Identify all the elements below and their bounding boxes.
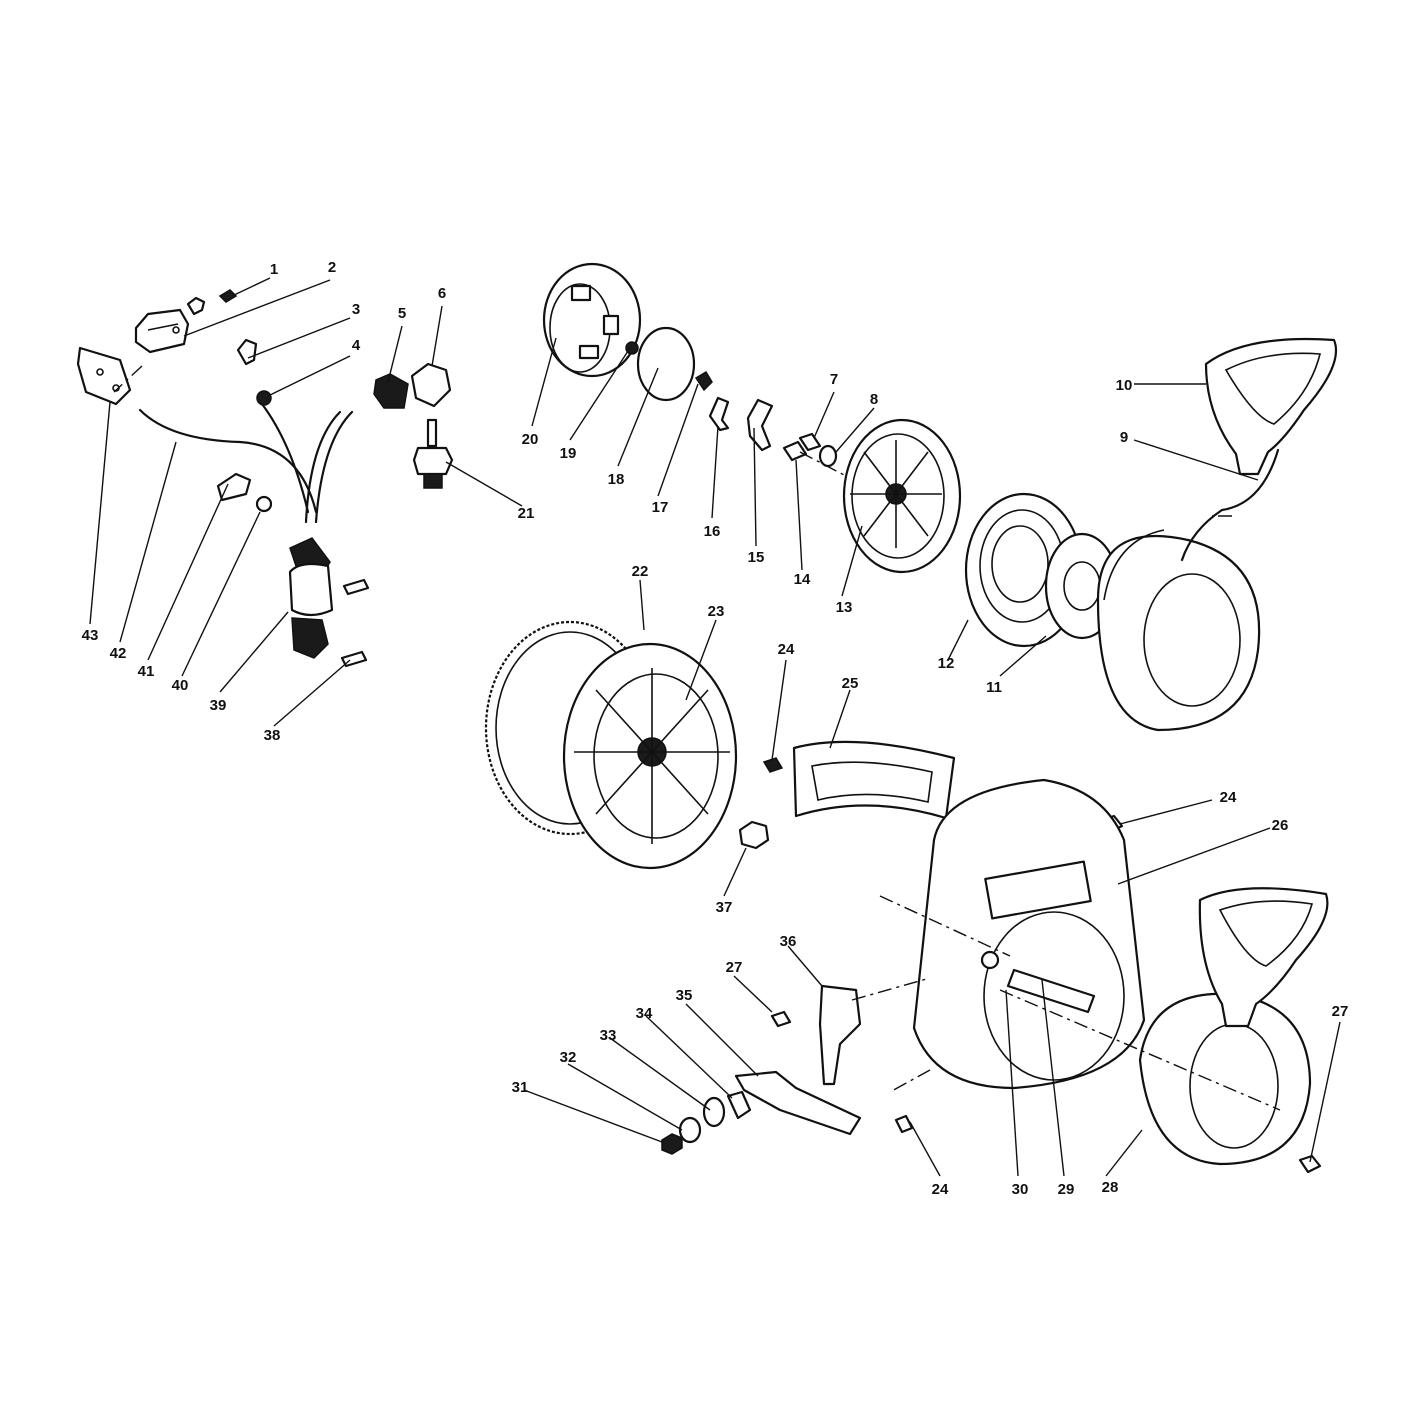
callout-12: 12 bbox=[938, 655, 955, 672]
callout-27-a: 27 bbox=[726, 959, 743, 976]
callout-15: 15 bbox=[748, 549, 765, 566]
callout-40: 40 bbox=[172, 677, 189, 694]
callout-33: 33 bbox=[600, 1027, 617, 1044]
callout-7: 7 bbox=[830, 371, 838, 388]
washer-part-40 bbox=[255, 495, 273, 513]
terminal-part-3 bbox=[236, 338, 258, 366]
ht-lead-2 bbox=[304, 410, 342, 524]
starter-housing-upper bbox=[1096, 529, 1261, 732]
ground-wire-part-42 bbox=[138, 408, 318, 514]
callout-13: 13 bbox=[836, 599, 853, 616]
callout-37: 37 bbox=[716, 899, 733, 916]
callout-4: 4 bbox=[352, 337, 361, 354]
callout-42: 42 bbox=[110, 645, 127, 662]
pin-part-14 bbox=[782, 440, 808, 462]
callout-39: 39 bbox=[210, 697, 227, 714]
callout-1: 1 bbox=[270, 261, 278, 278]
callout-11: 11 bbox=[986, 679, 1002, 696]
spark-plug-part-21 bbox=[412, 418, 454, 489]
assembly-axes bbox=[113, 365, 1281, 1111]
bracket-part-36 bbox=[818, 984, 862, 1086]
cap-part-6 bbox=[410, 362, 452, 408]
callout-18: 18 bbox=[608, 471, 625, 488]
callout-10: 10 bbox=[1116, 377, 1133, 394]
nut-part-37 bbox=[738, 820, 770, 850]
bracket-part-43 bbox=[76, 346, 132, 406]
callout-29: 29 bbox=[1058, 1181, 1075, 1198]
callout-19: 19 bbox=[560, 445, 577, 462]
screw-part-24-a bbox=[762, 757, 784, 773]
lever-part-35 bbox=[734, 1070, 862, 1136]
washer-part-34 bbox=[726, 1090, 752, 1120]
callout-22: 22 bbox=[632, 563, 649, 580]
washer-part-8 bbox=[818, 444, 838, 468]
callout-20: 20 bbox=[522, 431, 539, 448]
callout-16: 16 bbox=[704, 523, 721, 540]
callout-14: 14 bbox=[794, 571, 811, 588]
callout-24-b: 24 bbox=[1220, 789, 1237, 806]
spring-part-17 bbox=[694, 370, 713, 392]
callout-30: 30 bbox=[1012, 1181, 1029, 1198]
callout-9: 9 bbox=[1120, 429, 1128, 446]
leader-lines bbox=[89, 277, 1341, 1177]
handle-part-10 bbox=[1204, 337, 1338, 476]
screw-part-27-b bbox=[1298, 1154, 1322, 1174]
callout-6: 6 bbox=[438, 285, 446, 302]
ignition-coil-part-39 bbox=[288, 537, 334, 659]
callout-36: 36 bbox=[780, 933, 797, 950]
callout-21: 21 bbox=[518, 505, 535, 522]
callout-8: 8 bbox=[870, 391, 878, 408]
callout-28: 28 bbox=[1102, 1179, 1119, 1196]
callout-32: 32 bbox=[560, 1049, 577, 1066]
rope-part-9 bbox=[1180, 448, 1280, 562]
screw-part-24-c bbox=[894, 1114, 914, 1134]
callout-3: 3 bbox=[352, 301, 360, 318]
callout-5: 5 bbox=[398, 305, 406, 322]
callout-23: 23 bbox=[708, 603, 725, 620]
flywheel-part-23 bbox=[562, 642, 738, 870]
grommet-part-4 bbox=[256, 390, 272, 406]
blower-housing-group bbox=[661, 740, 1329, 1174]
callout-24-c: 24 bbox=[932, 1181, 949, 1198]
handle-lower bbox=[1198, 887, 1329, 1028]
callout-17: 17 bbox=[652, 499, 669, 516]
starter-cup-part-20 bbox=[542, 262, 642, 378]
bushing-part-7 bbox=[798, 432, 822, 452]
starter-group bbox=[542, 262, 1338, 732]
callout-27-b: 27 bbox=[1332, 1003, 1349, 1020]
spacer-part-29 bbox=[1006, 968, 1096, 1014]
boot-part-5 bbox=[373, 373, 409, 409]
callout-34: 34 bbox=[636, 1005, 653, 1022]
callout-24-a: 24 bbox=[778, 641, 795, 658]
starter-housing-part-28 bbox=[1138, 992, 1312, 1166]
spring-part-19 bbox=[625, 341, 639, 355]
screw-part-27-a bbox=[770, 1010, 792, 1028]
lead-wire bbox=[260, 402, 310, 514]
switch-housing-part-2 bbox=[134, 308, 190, 354]
ignition-group bbox=[76, 289, 454, 668]
washer-part-33 bbox=[702, 1096, 726, 1128]
plate-part-18 bbox=[636, 326, 696, 402]
pawl-part-16 bbox=[708, 396, 730, 432]
baffle-part-25 bbox=[792, 740, 956, 820]
ht-lead bbox=[314, 410, 354, 524]
screws-part-38 bbox=[340, 578, 370, 668]
callout-38: 38 bbox=[264, 727, 281, 744]
pawl-part-15 bbox=[746, 398, 774, 452]
callout-2: 2 bbox=[328, 259, 336, 276]
blower-housing-part-26 bbox=[912, 778, 1146, 1090]
callout-25: 25 bbox=[842, 675, 859, 692]
callout-43: 43 bbox=[82, 627, 99, 644]
callout-35: 35 bbox=[676, 987, 693, 1004]
screw-part-1 bbox=[186, 289, 238, 316]
callout-labels: 1 2 3 4 5 6 7 8 9 10 11 12 13 14 15 16 1… bbox=[82, 259, 1349, 1198]
callout-41: 41 bbox=[138, 663, 155, 680]
callout-31: 31 bbox=[512, 1079, 529, 1096]
flywheel-group bbox=[484, 620, 770, 870]
callout-26: 26 bbox=[1272, 817, 1289, 834]
pulley-part-13 bbox=[842, 418, 962, 574]
nut-part-31 bbox=[661, 1133, 683, 1155]
washer-part-32 bbox=[678, 1116, 702, 1144]
